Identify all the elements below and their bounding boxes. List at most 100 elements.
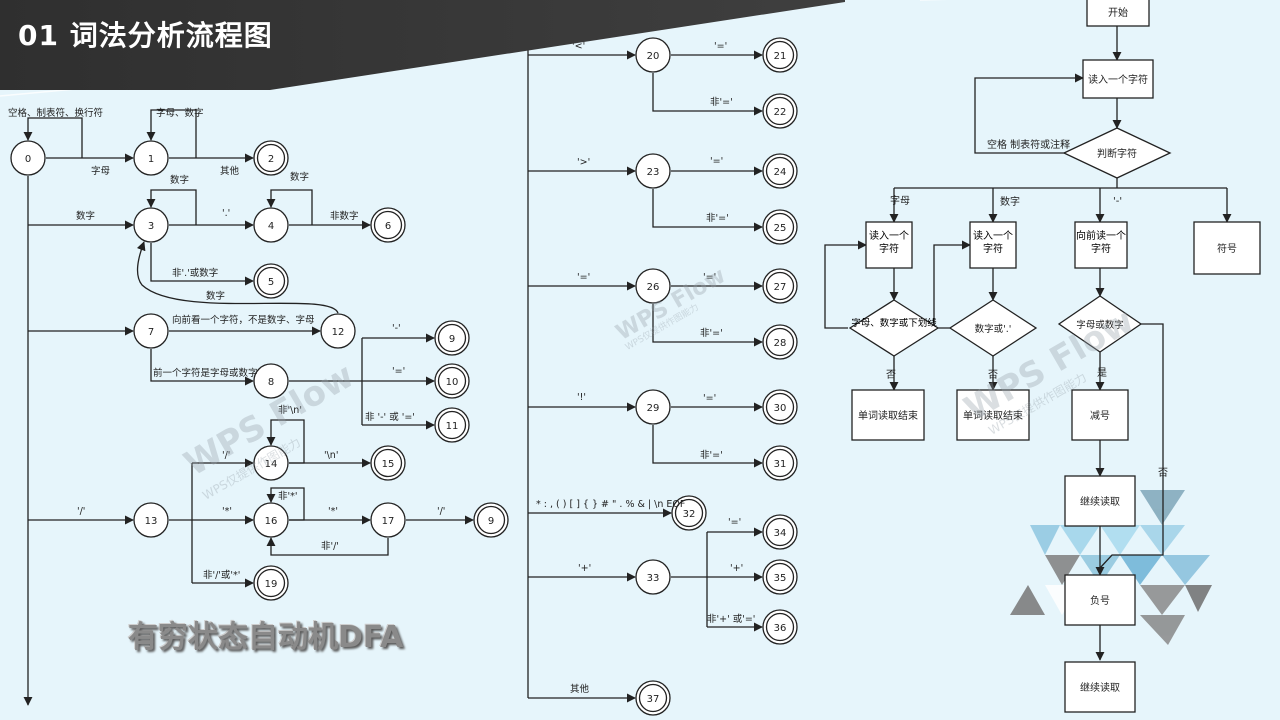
dfa-state-21: 21 <box>762 37 798 73</box>
state-label: 16 <box>265 516 278 527</box>
state-label: 29 <box>647 403 660 414</box>
flow-negative-box <box>1064 574 1136 626</box>
state-circle <box>253 263 289 299</box>
flow-no-3: 否 <box>1158 467 1168 479</box>
dfa-state-2: 2 <box>253 140 289 176</box>
dfa-state-7: 7 <box>133 313 169 349</box>
state-circle <box>253 445 289 481</box>
transition-label: '=' <box>710 156 723 167</box>
state-label: 3 <box>148 221 154 232</box>
transition-label: 数字 <box>170 174 189 186</box>
state-circle <box>635 559 671 595</box>
dfa-state-24: 24 <box>762 153 798 189</box>
state-final-ring <box>437 366 467 396</box>
transition-label: 空格、制表符、换行符 <box>8 107 103 119</box>
transition-label: * : , ( ) [ ] { } # " . % & | \n EOF <box>536 499 685 510</box>
dfa-state-15: 15 <box>370 445 406 481</box>
transition-label: '=' <box>703 393 716 404</box>
state-circle <box>370 207 406 243</box>
flow-lookback-box <box>1074 221 1128 269</box>
state-label: 8 <box>268 377 274 388</box>
state-label: 14 <box>265 459 278 470</box>
transition-label: '+' <box>730 563 743 574</box>
diagram-caption: 有穷状态自动机DFA <box>128 620 404 655</box>
flow-cond-letter-diamond <box>848 299 940 357</box>
state-circle <box>762 93 798 129</box>
dfa-state-26: 26 <box>635 268 671 304</box>
flowchart-nodes: 开始 读入一个字符 判断字符 空格 制表符或注释 字母 数字 '-' 读入一个字… <box>848 0 1261 713</box>
state-label: 33 <box>647 573 660 584</box>
dfa-state-20: 20 <box>635 37 671 73</box>
transition-label: '*' <box>328 506 338 517</box>
dfa-state-33: 33 <box>635 559 671 595</box>
state-circle <box>370 445 406 481</box>
transition-label: '=' <box>728 517 741 528</box>
state-final-ring <box>437 410 467 440</box>
state-label: 24 <box>774 167 787 178</box>
state-final-ring <box>437 323 467 353</box>
state-label: 2 <box>268 154 274 165</box>
flow-word-end-2-label: 单词读取结束 <box>963 409 1023 422</box>
transition-label: '>' <box>577 157 590 168</box>
transition-label: '-' <box>392 323 401 334</box>
state-label: 21 <box>774 51 787 62</box>
transition-label: 非'\n' <box>278 404 302 416</box>
state-circle <box>762 389 798 425</box>
state-circle <box>671 495 707 531</box>
state-final-ring <box>373 448 403 478</box>
state-circle <box>762 559 798 595</box>
flow-read-one-a-label: 读入一个字符 <box>869 231 909 255</box>
state-label: 22 <box>774 107 787 118</box>
state-label: 28 <box>774 338 787 349</box>
dfa-state-23: 23 <box>635 153 671 189</box>
flow-yes: 是 <box>1097 367 1107 379</box>
state-circle <box>253 502 289 538</box>
state-final-ring <box>765 96 795 126</box>
transition-label: 非'.'或数字 <box>172 267 218 279</box>
state-label: 10 <box>446 377 459 388</box>
title-bar-background <box>0 0 845 90</box>
state-label: 25 <box>774 223 787 234</box>
state-final-ring <box>765 156 795 186</box>
transition-label: '=' <box>392 366 405 377</box>
flow-no-2: 否 <box>988 369 998 381</box>
dfa-state-29: 29 <box>635 389 671 425</box>
flow-lookback-label: 向前读一个字符 <box>1076 231 1126 255</box>
state-circle <box>762 514 798 550</box>
state-final-ring <box>476 505 506 535</box>
flow-symbol-box <box>1193 221 1261 275</box>
flow-continue-1-label: 继续读取 <box>1080 495 1120 508</box>
transition-label: 其他 <box>220 165 240 177</box>
state-circle <box>370 502 406 538</box>
state-circle <box>253 565 289 601</box>
transition-label: '=' <box>577 272 590 283</box>
flow-start-label: 开始 <box>1108 6 1128 19</box>
transition-label: '!' <box>577 392 586 403</box>
dfa-transition-labels: 空格、制表符、换行符字母字母、数字其他数字数字数字'.'非数字非'.'或数字数字… <box>8 41 755 695</box>
state-final-ring <box>765 212 795 242</box>
flow-no-1: 否 <box>886 369 896 381</box>
dfa-state-10: 10 <box>434 363 470 399</box>
state-label: 36 <box>774 623 787 634</box>
transition-label: 前一个字符是字母或数字 <box>153 367 258 379</box>
transition-label: 非'=' <box>706 212 729 224</box>
flowchart <box>824 26 1232 661</box>
dfa-state-13: 13 <box>133 502 169 538</box>
flow-continue-2-label: 继续读取 <box>1080 681 1120 694</box>
dfa-state-37: 37 <box>635 680 671 716</box>
state-circle <box>762 445 798 481</box>
state-label: 4 <box>268 221 274 232</box>
state-label: 13 <box>145 516 158 527</box>
state-circle <box>434 320 470 356</box>
transition-label: 非 '-' 或 '=' <box>365 411 415 423</box>
state-final-ring <box>256 143 286 173</box>
state-circle <box>133 207 169 243</box>
state-label: 23 <box>647 167 660 178</box>
state-label: 9 <box>449 334 455 345</box>
dfa-state-5: 5 <box>253 263 289 299</box>
transition-label: 非'+' 或'=' <box>707 613 755 625</box>
state-label: 26 <box>647 282 660 293</box>
state-circle <box>635 680 671 716</box>
state-label: 6 <box>385 221 391 232</box>
